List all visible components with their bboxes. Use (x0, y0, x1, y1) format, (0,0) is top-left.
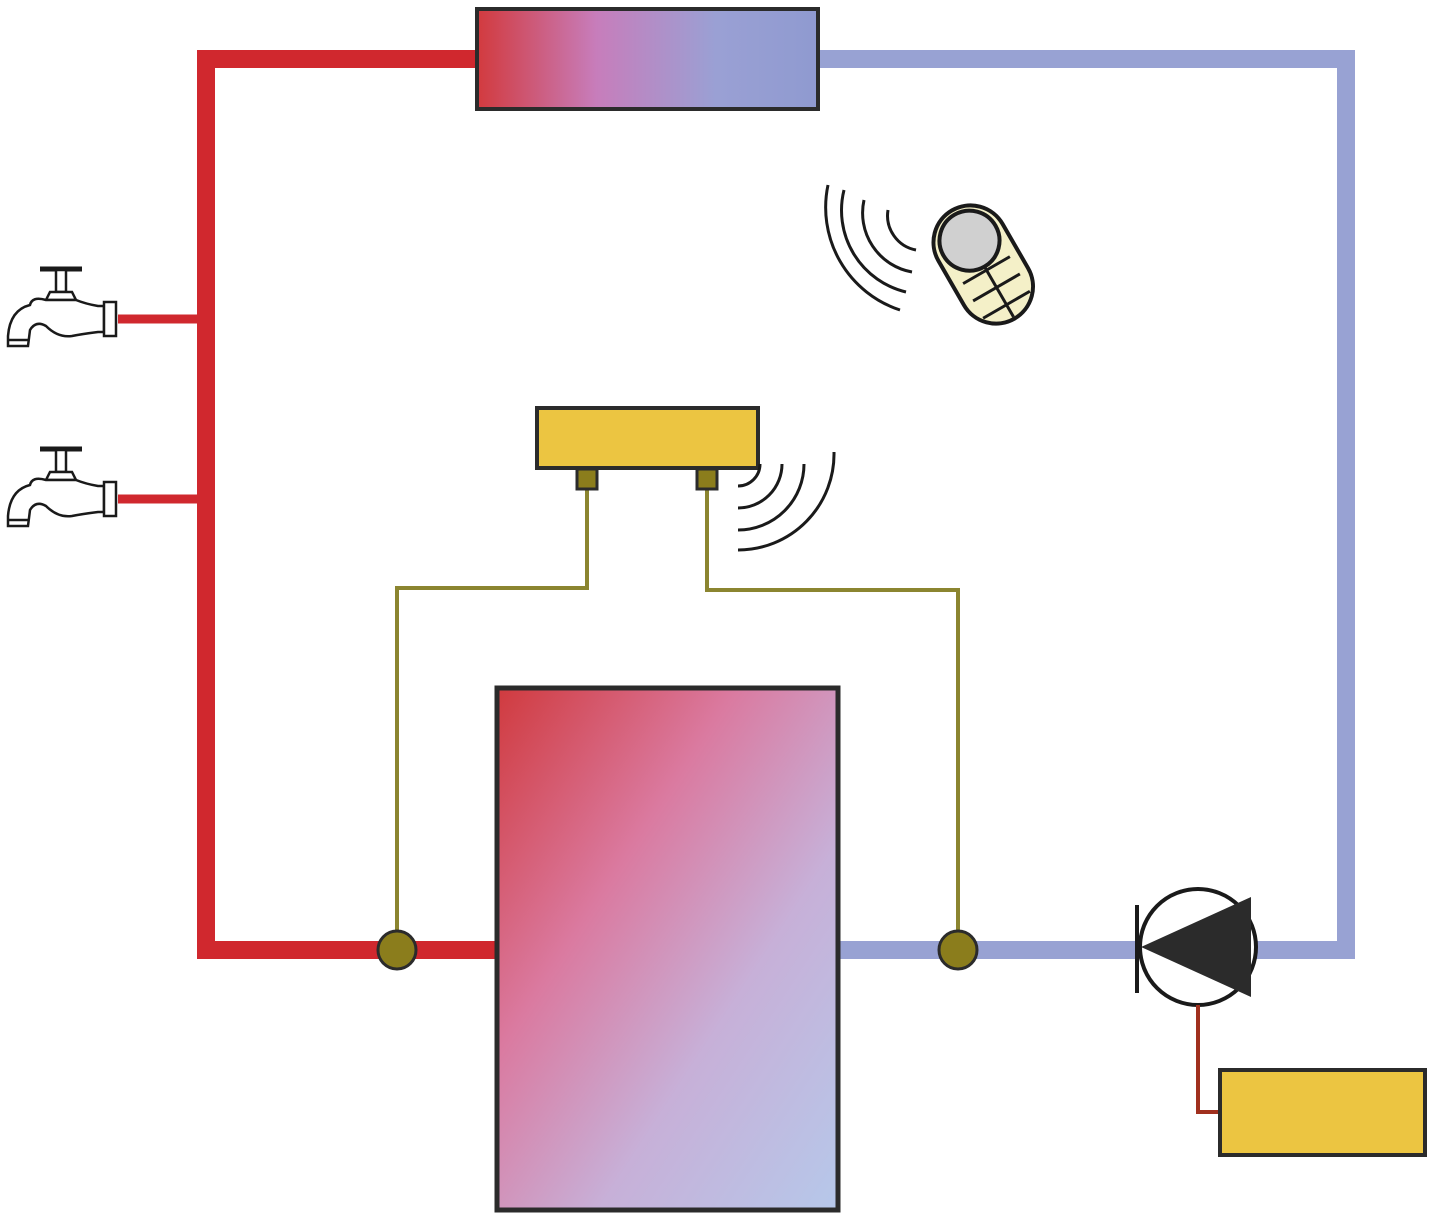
collector-panel (475, 7, 820, 111)
circulation-pump-icon (1135, 887, 1258, 1007)
controller-terminal-left (575, 467, 599, 491)
storage-tank (494, 685, 841, 1213)
water-tap-icon (6, 266, 118, 348)
sensor-node-return (937, 929, 979, 971)
remote-signal-icon (824, 184, 917, 312)
controller-unit (535, 406, 760, 491)
remote-control-icon (931, 203, 1035, 326)
controller-terminal-right (695, 467, 719, 491)
hot-water-pipe (118, 50, 496, 959)
water-tap-icon (6, 446, 118, 528)
sensor-wires (395, 487, 960, 932)
sensor-node-hot (376, 929, 418, 971)
pump-control-box (1218, 1068, 1427, 1157)
wireless-signal-icon (737, 451, 836, 552)
return-water-pipe (818, 50, 1355, 959)
pump-power-wire (1196, 1005, 1221, 1114)
